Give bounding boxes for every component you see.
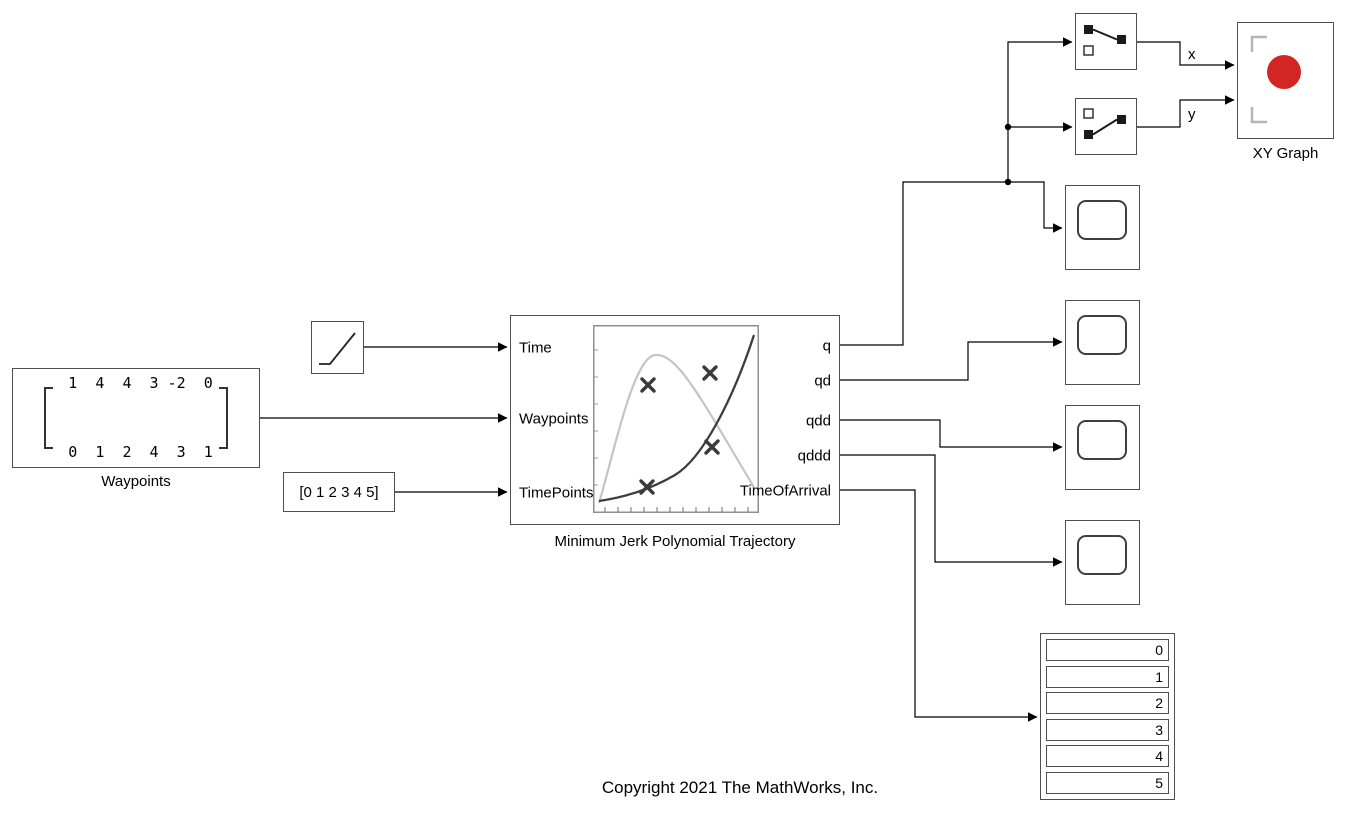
plot-y-ticks <box>594 349 598 486</box>
xy-graph-icon <box>1250 35 1301 124</box>
wire-qd-to-scope <box>840 337 1063 381</box>
ramp-icon <box>319 332 356 365</box>
wire-q-to-selector-y <box>1007 122 1073 182</box>
output-port-timeofarrival: TimeOfArrival <box>739 482 831 500</box>
output-port-qddd: qddd <box>797 447 831 465</box>
display-row: 4 <box>1046 745 1169 768</box>
branch-point <box>1004 178 1012 186</box>
output-port-qd: qd <box>814 372 831 390</box>
scope-qd-block[interactable] <box>1065 300 1140 385</box>
display-block[interactable]: 0 1 2 3 4 5 <box>1040 633 1175 800</box>
waypoints-matrix: 1 4 4 3 -2 0 0 1 2 4 3 1 <box>13 369 259 467</box>
selector-icon <box>1083 108 1126 139</box>
wire-q-to-scope <box>840 181 1063 346</box>
wire-qdd-to-scope <box>840 419 1063 452</box>
corner-bracket-top-icon <box>1250 35 1267 52</box>
trajectory-plot <box>593 325 759 513</box>
trajectory-block[interactable]: Time Waypoints TimePoints q qd qdd qddd … <box>510 315 840 525</box>
branch-point <box>1004 123 1012 131</box>
matrix-values: 1 4 4 3 -2 0 0 1 2 4 3 1 <box>59 325 213 511</box>
scope-screen-icon <box>1077 535 1127 575</box>
wire-q-to-selector-x <box>1007 37 1073 127</box>
matrix-row-2: 0 1 2 4 3 1 <box>59 443 213 462</box>
display-row: 0 <box>1046 639 1169 661</box>
scope-screen-icon <box>1077 315 1127 355</box>
input-port-waypoints: Waypoints <box>519 410 589 428</box>
selector-x-block[interactable] <box>1075 13 1137 70</box>
wire-timeofarrival-to-display <box>840 489 1038 722</box>
display-row: 1 <box>1046 665 1169 688</box>
xy-graph-block[interactable] <box>1237 22 1334 139</box>
selector-icon <box>1083 25 1126 56</box>
matrix-bracket-right <box>218 387 228 449</box>
timepoints-constant-block[interactable]: [0 1 2 3 4 5] <box>283 472 395 512</box>
selector-y-block[interactable] <box>1075 98 1137 155</box>
red-dot-icon <box>1267 55 1301 89</box>
display-row: 2 <box>1046 692 1169 715</box>
trajectory-block-label: Minimum Jerk Polynomial Trajectory <box>554 533 796 550</box>
matrix-row-1: 1 4 4 3 -2 0 <box>59 373 213 392</box>
scope-q-block[interactable] <box>1065 185 1140 270</box>
scope-screen-icon <box>1077 420 1127 460</box>
wire-selector-y-to-xygraph <box>1137 95 1235 128</box>
signal-label-x: x <box>1188 46 1196 63</box>
plot-curve-dark <box>598 334 756 503</box>
display-row: 5 <box>1046 771 1169 794</box>
plot-waypoint-markers <box>639 365 720 495</box>
scope-qdd-block[interactable] <box>1065 405 1140 490</box>
scope-screen-icon <box>1077 200 1127 240</box>
scope-qddd-block[interactable] <box>1065 520 1140 605</box>
copyright-note: Copyright 2021 The MathWorks, Inc. <box>601 778 879 797</box>
plot-x-ticks <box>604 507 749 512</box>
display-row: 3 <box>1046 718 1169 741</box>
output-port-q: q <box>822 337 831 355</box>
waypoints-constant-block[interactable]: 1 4 4 3 -2 0 0 1 2 4 3 1 <box>12 368 260 468</box>
input-port-time: Time <box>519 339 552 357</box>
waypoints-block-label: Waypoints <box>101 473 171 490</box>
output-port-qdd: qdd <box>805 412 831 430</box>
signal-label-y: y <box>1188 106 1196 123</box>
wire-qddd-to-scope <box>840 454 1063 567</box>
timepoints-value: [0 1 2 3 4 5] <box>299 483 379 501</box>
xy-graph-block-label: XY Graph <box>1252 145 1319 162</box>
wire-selector-x-to-xygraph <box>1137 41 1235 70</box>
matrix-bracket-left <box>44 387 54 449</box>
corner-bracket-bottom-icon <box>1250 107 1267 124</box>
input-port-timepoints: TimePoints <box>519 484 594 502</box>
ramp-block[interactable] <box>311 321 364 374</box>
display-rows: 0 1 2 3 4 5 <box>1044 637 1171 796</box>
plot-curve-light <box>597 353 756 504</box>
